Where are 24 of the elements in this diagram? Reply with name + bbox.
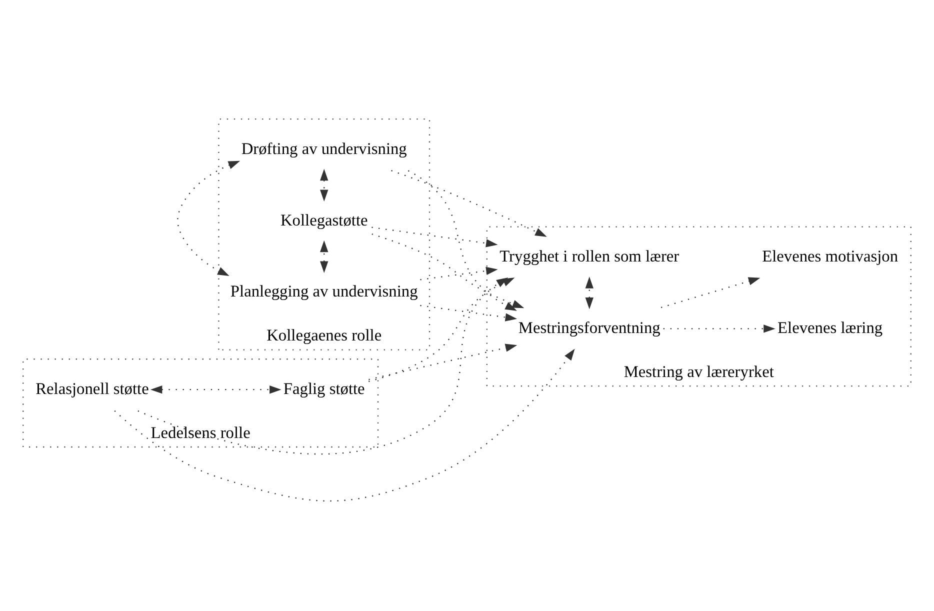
node-text: Planlegging av undervisning — [230, 282, 418, 301]
node-text: Relasjonell støtte — [36, 378, 149, 398]
arrow — [368, 344, 518, 380]
arrow — [391, 170, 547, 237]
node-text: Faglig støtte — [283, 378, 365, 398]
arrow — [663, 324, 776, 333]
node-text: Mestringsforventning — [518, 318, 660, 338]
arrow — [408, 170, 517, 311]
arrow — [320, 168, 328, 202]
arrow — [114, 348, 575, 502]
arrow — [150, 386, 282, 394]
node-text: Kollegastøtte — [280, 210, 368, 230]
arrow — [660, 277, 760, 308]
arrow — [372, 226, 498, 248]
arrow — [320, 240, 328, 273]
arrow — [585, 276, 594, 310]
arrow — [177, 160, 240, 276]
node-text: Elevenes motivasjon — [762, 246, 898, 266]
arrow — [420, 266, 498, 280]
node-text: Drøfting av undervisning — [241, 138, 407, 158]
arrow — [420, 304, 518, 322]
node-text: Trygghet i rollen som lærer — [500, 246, 680, 266]
arrow — [372, 233, 524, 308]
node-text: Elevenes læring — [778, 318, 883, 338]
